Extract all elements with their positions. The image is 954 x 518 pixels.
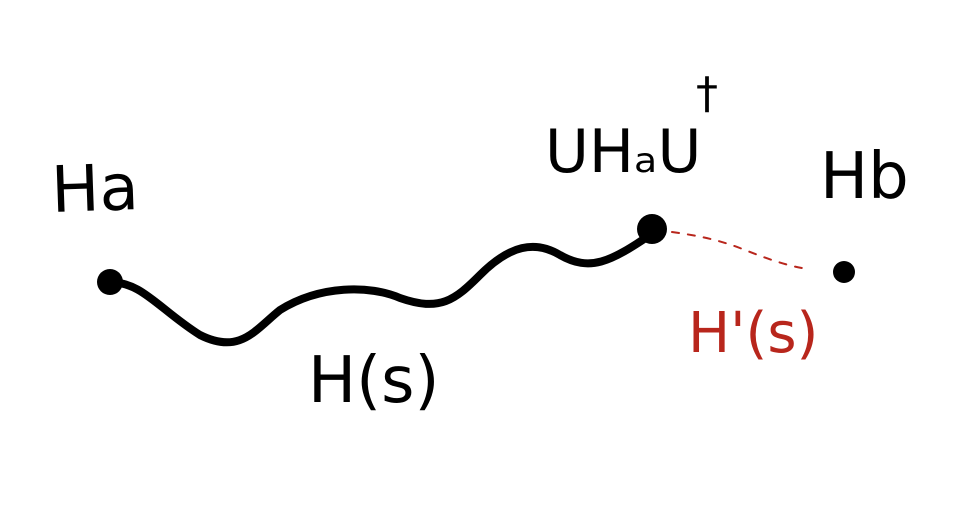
label-hb: Hb	[820, 140, 909, 214]
node-uhau	[637, 214, 667, 244]
path-curve-h-s	[106, 231, 654, 347]
node-hb	[833, 261, 855, 283]
perturbed-path-dashed	[671, 231, 803, 269]
label-transformed-dagger: †	[696, 68, 718, 119]
label-perturbed-path: H'(s)	[688, 301, 818, 366]
label-ha: Ha	[50, 151, 140, 228]
label-path: H(s)	[308, 344, 439, 418]
node-ha	[97, 269, 123, 295]
label-transformed: UHₐU	[545, 117, 701, 187]
